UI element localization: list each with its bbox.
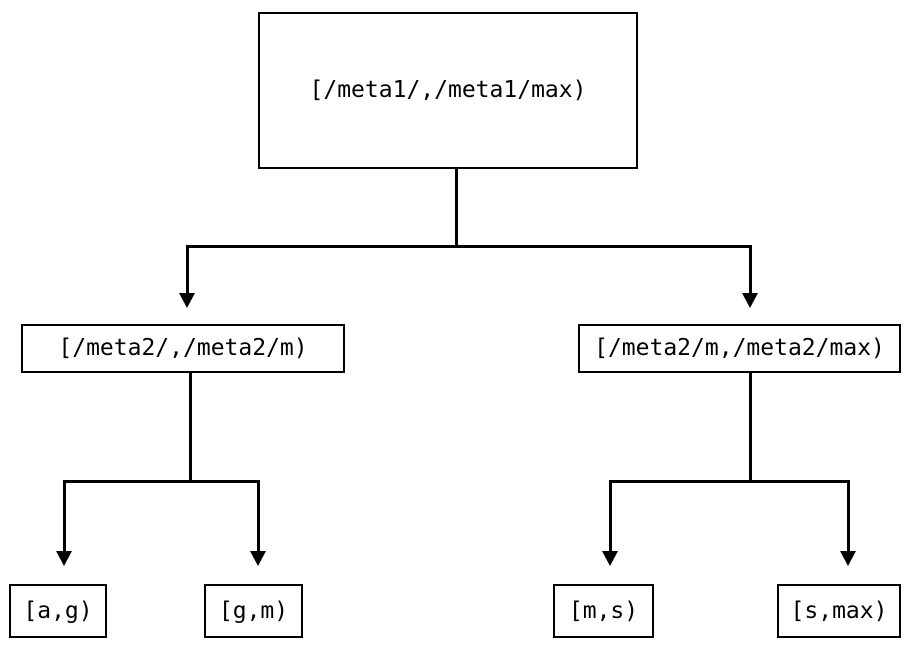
node-right-branch-label: [/meta2/m,/meta2/max) [594, 335, 885, 361]
node-leaf-3[interactable]: [m,s) [553, 584, 654, 638]
node-left-branch[interactable]: [/meta2/,/meta2/m) [21, 324, 345, 373]
arrowhead-to-leaf-1 [56, 551, 72, 566]
edge-right-branch-stem [749, 373, 752, 483]
edge-root-to-right-branch [749, 245, 752, 294]
node-leaf-2-label: [g,m) [218, 597, 289, 624]
node-leaf-2[interactable]: [g,m) [204, 584, 303, 638]
edge-right-branch-bar [609, 480, 850, 483]
node-left-branch-label: [/meta2/,/meta2/m) [58, 335, 308, 361]
node-leaf-1[interactable]: [a,g) [9, 584, 107, 638]
edge-root-to-left-branch [186, 245, 189, 294]
node-root[interactable]: [/meta1/,/meta1/max) [258, 12, 638, 169]
node-root-label: [/meta1/,/meta1/max) [309, 77, 587, 103]
edge-left-branch-stem [189, 373, 192, 483]
edge-root-bar [186, 245, 752, 248]
edge-left-branch-bar [63, 480, 260, 483]
node-leaf-4[interactable]: [s,max) [777, 584, 901, 638]
node-leaf-3-label: [m,s) [568, 597, 639, 624]
node-leaf-4-label: [s,max) [790, 597, 888, 624]
arrowhead-to-right-branch [742, 293, 758, 308]
arrowhead-to-left-branch [179, 293, 195, 308]
edge-right-branch-to-leaf-3 [609, 480, 612, 552]
edge-root-stem [455, 169, 458, 248]
node-leaf-1-label: [a,g) [23, 597, 93, 624]
arrowhead-to-leaf-4 [840, 551, 856, 566]
edge-left-branch-to-leaf-1 [63, 480, 66, 552]
node-right-branch[interactable]: [/meta2/m,/meta2/max) [578, 324, 901, 373]
arrowhead-to-leaf-2 [250, 551, 266, 566]
arrowhead-to-leaf-3 [602, 551, 618, 566]
edge-right-branch-to-leaf-4 [847, 480, 850, 552]
edge-left-branch-to-leaf-2 [257, 480, 260, 552]
